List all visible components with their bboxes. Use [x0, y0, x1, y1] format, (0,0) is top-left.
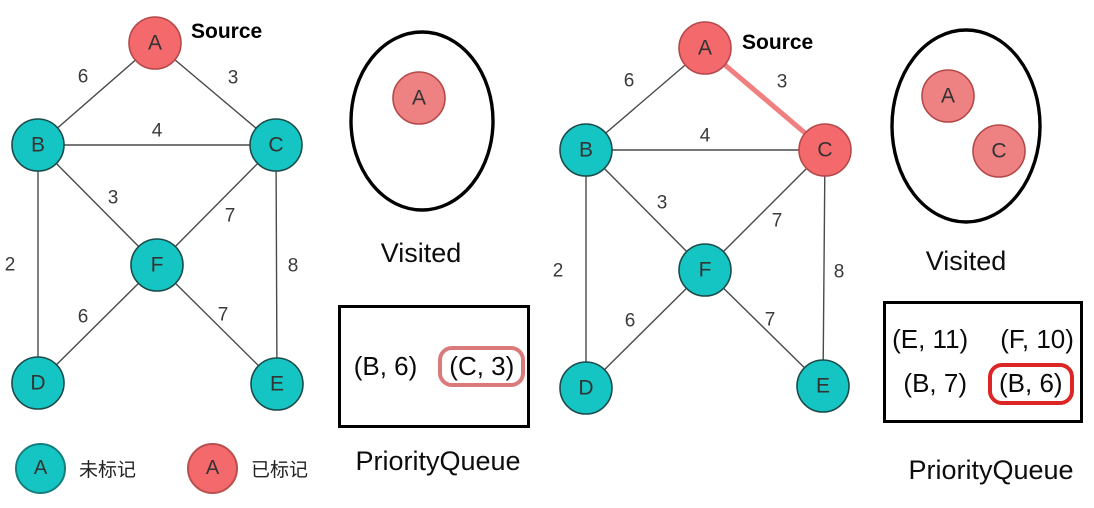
visited-set-node-C-right	[972, 124, 1026, 178]
edge-weight-A-C-left: 3	[228, 68, 239, 89]
visited-title-left: Visited	[380, 238, 462, 268]
graph-node-A-right	[678, 21, 732, 75]
queue-item: (B, 7)	[903, 368, 967, 398]
graph-node-label-A-left: A	[148, 32, 162, 55]
priority-queue-box-right: (E, 11) (F, 10) (B, 7) (B, 6)	[883, 301, 1083, 423]
visited-title-right: Visited	[925, 246, 1007, 276]
graph-node-E-right	[796, 359, 850, 413]
edge-F-E-right	[704, 269, 824, 387]
edge-weight-B-C-right: 4	[700, 126, 711, 147]
edge-weight-B-D-left: 2	[5, 255, 16, 276]
graph-node-label-B-right: B	[579, 139, 593, 162]
edge-F-D-left	[37, 264, 158, 384]
edge-C-F-left	[156, 144, 277, 266]
edge-F-D-right	[585, 269, 706, 389]
graph-node-C-left	[249, 118, 303, 172]
source-label-left: Source	[191, 20, 263, 43]
graph-right: 6 3 4 3 7 2 8 6 7 A B C F D E A C	[553, 21, 1042, 415]
visited-set-ellipse-right	[890, 28, 1042, 224]
graph-node-B-right	[559, 123, 613, 177]
graph-node-label-C-right: C	[817, 139, 832, 162]
queue-item: (F, 10)	[1000, 324, 1074, 355]
edge-weight-B-F-right: 3	[657, 193, 668, 214]
queue-item-highlighted: (B, 6)	[988, 363, 1074, 405]
edge-weight-A-B-right: 6	[624, 71, 635, 92]
graph-node-label-F-left: F	[151, 254, 164, 277]
graph-node-label-C-left: C	[268, 134, 283, 157]
edge-weight-A-B-left: 6	[78, 67, 89, 88]
graph-node-label-E-left: E	[270, 373, 284, 396]
visited-set-node-A-right	[921, 69, 975, 123]
graph-node-F-right	[678, 243, 732, 297]
edge-weight-A-C-right: 3	[777, 72, 788, 93]
edge-B-F-right	[585, 149, 706, 271]
edge-weight-F-E-left: 7	[218, 305, 229, 326]
edge-weight-B-F-left: 3	[108, 188, 119, 209]
edge-weight-C-F-right: 7	[772, 211, 783, 232]
legend-item-visited: A 已标记	[187, 443, 308, 494]
edge-C-E-left	[275, 144, 278, 385]
graph-node-label-B-left: B	[31, 134, 45, 157]
visited-set-node-A-left	[392, 71, 446, 125]
edge-weight-C-E-right: 8	[834, 262, 845, 283]
graph-node-label-E-right: E	[816, 375, 830, 398]
queue-item: (E, 11)	[892, 324, 969, 355]
legend-unvisited-label: 未标记	[79, 460, 137, 481]
edge-weight-C-F-left: 7	[225, 206, 236, 227]
graph-node-label-F-right: F	[699, 259, 712, 282]
edge-weight-F-E-right: 7	[765, 310, 776, 331]
visited-set-node-label-A-right: A	[941, 85, 955, 108]
priority-queue-title-left: PriorityQueue	[355, 446, 521, 476]
edge-weight-F-D-left: 6	[78, 307, 89, 328]
legend-node-letter: A	[33, 457, 48, 479]
graph-node-D-right	[559, 361, 613, 415]
queue-row-left: (B, 6) (C, 3)	[343, 345, 526, 388]
graph-node-F-left	[130, 238, 184, 292]
queue-row-right: (B, 7) (B, 6)	[892, 363, 1074, 405]
queue-row-right: (E, 11) (F, 10)	[881, 319, 1085, 361]
graph-node-label-D-left: D	[30, 372, 45, 395]
edge-C-F-right	[704, 149, 826, 271]
graph-node-D-left	[11, 356, 65, 410]
edge-weight-B-D-right: 2	[553, 261, 564, 282]
priority-queue-box-left: (B, 6) (C, 3)	[338, 305, 530, 428]
edge-F-E-left	[156, 264, 278, 385]
graph-node-C-right	[798, 123, 852, 177]
edge-B-F-left	[37, 144, 158, 266]
legend-item-unvisited: A 未标记	[15, 443, 136, 494]
source-label-right: Source	[742, 31, 814, 54]
graph-node-label-D-right: D	[578, 377, 593, 400]
visited-set-node-label-A-left: A	[412, 87, 426, 110]
graph-left: 6 3 4 3 7 2 8 6 7 A B C F D E A	[5, 16, 495, 411]
edge-weight-B-C-left: 4	[152, 121, 163, 142]
legend-node-letter: A	[205, 457, 220, 479]
legend-visited-node-icon: A	[187, 443, 238, 494]
visited-set-ellipse-left	[349, 30, 495, 212]
edge-weight-C-E-left: 8	[288, 256, 299, 277]
visited-set-node-label-C-right: C	[991, 140, 1006, 163]
legend-visited-label: 已标记	[251, 460, 309, 481]
graph-node-E-left	[250, 357, 304, 411]
graph-node-A-left	[128, 16, 182, 70]
legend-unvisited-node-icon: A	[15, 443, 66, 494]
graph-node-B-left	[11, 118, 65, 172]
edge-weight-F-D-right: 6	[625, 311, 636, 332]
queue-item: (B, 6)	[353, 350, 418, 381]
edge-C-E-right	[822, 149, 826, 387]
priority-queue-title-right: PriorityQueue	[908, 455, 1074, 485]
graph-node-label-A-right: A	[698, 37, 712, 60]
queue-item-highlighted: (C, 3)	[438, 345, 526, 388]
